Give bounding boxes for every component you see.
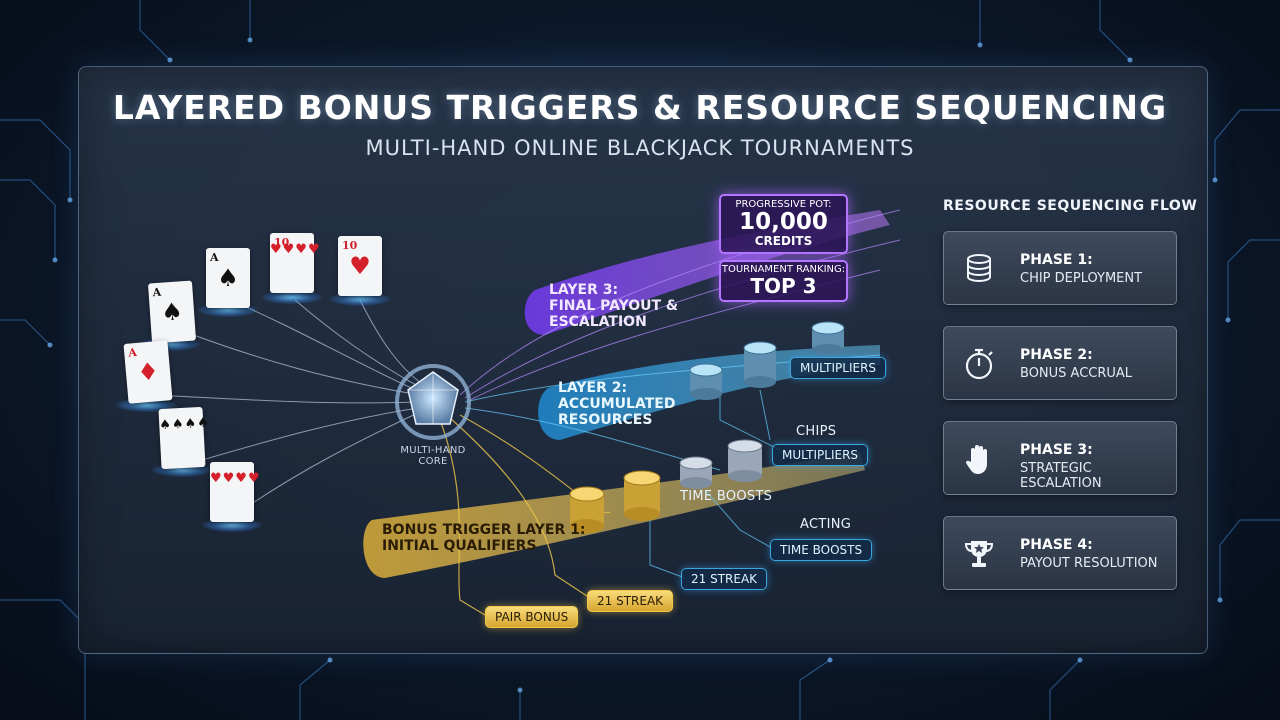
time-boosts-tag: TIME BOOSTS <box>770 539 873 561</box>
page-subtitle: MULTI-HAND ONLINE BLACKJACK TOURNAMENTS <box>365 136 915 160</box>
core-label: MULTI-HAND CORE <box>400 445 466 467</box>
ranking-value: TOP 3 <box>750 274 817 298</box>
multipliers-tag-top: MULTIPLIERS <box>790 357 887 379</box>
playing-card-spades: ♠♠♠♠ <box>158 406 210 470</box>
playing-card-ace-diamonds: A♦ <box>123 340 173 404</box>
progressive-pot-box: PROGRESSIVE POT: 10,000 CREDITS <box>719 194 848 254</box>
blue-chip-stack-1 <box>689 363 723 400</box>
playing-card-ace-spades-2: A♠ <box>206 248 250 308</box>
time-boosts-label: TIME BOOSTS <box>680 489 773 504</box>
blue-chip-stack-2 <box>743 341 777 388</box>
chip-stack-icon <box>967 254 991 283</box>
phase-2-card: PHASE 2: BONUS ACCRUAL <box>943 326 1177 400</box>
layer1-ribbon <box>363 452 865 578</box>
pot-unit: CREDITS <box>754 234 813 248</box>
acting-label: ACTING <box>800 517 852 532</box>
stopwatch-icon <box>965 348 993 380</box>
flow-title: RESOURCE SEQUENCING FLOW <box>943 198 1198 214</box>
phase-4-title: PHASE 4: <box>1020 537 1093 553</box>
multipliers-tag-mid: MULTIPLIERS <box>772 444 869 466</box>
playing-card-ten-hearts-2: 10♥ <box>338 236 382 296</box>
pair-bonus-tag: PAIR BONUS <box>485 606 579 628</box>
layer1-label: BONUS TRIGGER LAYER 1: INITIAL QUALIFIER… <box>382 522 586 554</box>
trophy-icon <box>964 541 994 567</box>
ranking-label: TOURNAMENT RANKING: <box>721 264 846 275</box>
playing-card-ten-hearts-1: 10♥♥♥♥ <box>270 233 320 293</box>
phase-2-title: PHASE 2: <box>1020 347 1093 363</box>
phase-1-card: PHASE 1: CHIP DEPLOYMENT <box>943 231 1177 305</box>
chips-label: CHIPS <box>796 424 837 439</box>
phase-3-title: PHASE 3: <box>1020 442 1093 458</box>
phase-3-card: PHASE 3: STRATEGIC ESCALATION <box>943 421 1177 495</box>
gold-chip-stack-2 <box>623 470 661 521</box>
gold-chip-stack-1 <box>569 486 605 533</box>
phase-4-card: PHASE 4: PAYOUT RESOLUTION <box>943 516 1177 590</box>
phase-1-title: PHASE 1: <box>1020 252 1093 268</box>
phase-3-sub: STRATEGIC ESCALATION <box>1020 461 1102 491</box>
card-connector-lines <box>154 299 429 516</box>
streak-tag-gold: 21 STREAK <box>587 590 674 612</box>
silver-chip-stack-2 <box>727 439 763 482</box>
pot-label: PROGRESSIVE POT: <box>735 199 832 210</box>
phase-4-sub: PAYOUT RESOLUTION <box>1020 556 1158 571</box>
page-title: LAYERED BONUS TRIGGERS & RESOURCE SEQUEN… <box>112 88 1168 127</box>
card-glow <box>262 290 322 304</box>
hand-icon <box>965 445 987 474</box>
blue-chip-stack-3 <box>811 321 845 356</box>
playing-card-ace-spades-1: A♠ <box>147 280 197 344</box>
phase-2-sub: BONUS ACCRUAL <box>1020 366 1133 381</box>
multi-hand-core-icon <box>395 364 471 440</box>
layer3-label: LAYER 3: FINAL PAYOUT & ESCALATION <box>549 282 679 330</box>
phase-1-sub: CHIP DEPLOYMENT <box>1020 271 1143 286</box>
silver-chip-stack-1 <box>679 456 713 489</box>
playing-card-hearts-low: ♥♥♥♥ <box>210 462 260 522</box>
pot-value: 10,000 <box>739 209 828 235</box>
streak-tag-blue: 21 STREAK <box>681 568 768 590</box>
tournament-ranking-box: TOURNAMENT RANKING: TOP 3 <box>719 260 848 302</box>
layer2-label: LAYER 2: ACCUMULATED RESOURCES <box>558 380 676 428</box>
